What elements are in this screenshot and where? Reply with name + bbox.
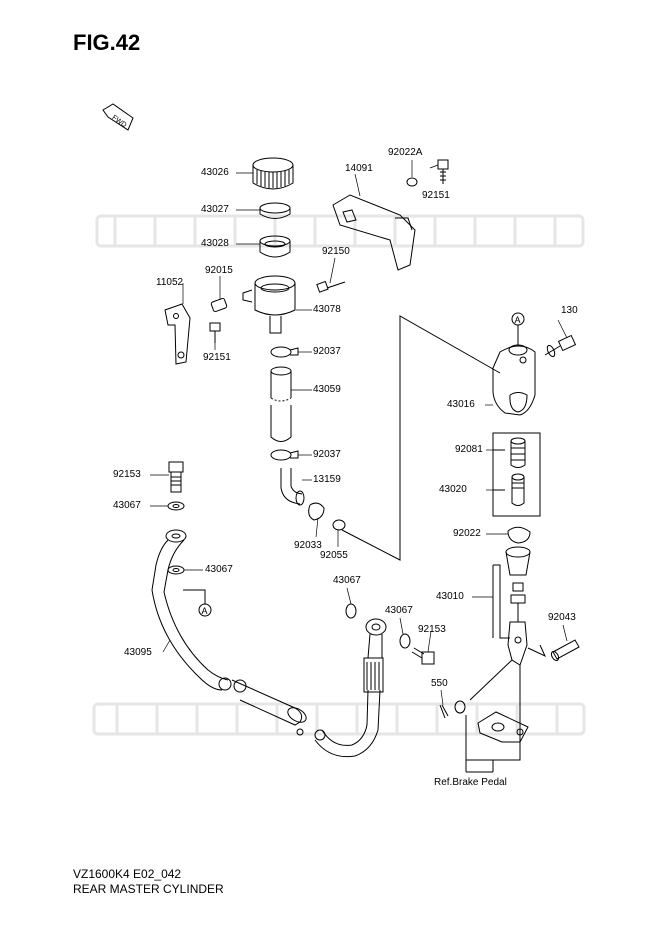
forward-arrow-icon: FWD xyxy=(102,103,134,131)
part-label: 92150 xyxy=(322,246,350,257)
ref-brake-pedal-note: Ref.Brake Pedal xyxy=(434,777,507,788)
part-label: 43067 xyxy=(113,500,141,511)
part-label: 13159 xyxy=(313,474,341,485)
master-cylinder-body-icon xyxy=(492,344,536,416)
part-label: 92033 xyxy=(294,540,322,551)
washer-icon xyxy=(167,565,185,575)
part-label: 43016 xyxy=(447,399,475,410)
piston-icon xyxy=(511,473,525,506)
bolt-icon xyxy=(209,322,221,343)
part-label: 11052 xyxy=(156,277,184,288)
part-label: 43027 xyxy=(201,204,229,215)
ref-marker-a-label: A xyxy=(515,315,521,325)
part-label: 92151 xyxy=(422,190,450,201)
union-bolt-icon xyxy=(168,461,184,493)
o-ring-icon xyxy=(332,519,346,531)
part-label: 92055 xyxy=(320,550,348,561)
watermark-band-top xyxy=(95,212,585,261)
circlip-icon xyxy=(308,502,325,521)
brake-pedal-clevis-icon xyxy=(477,711,529,743)
part-label: 92153 xyxy=(418,624,446,635)
part-label: 43026 xyxy=(201,167,229,178)
watermark-pattern-icon xyxy=(95,214,585,248)
banjo-fitting-icon xyxy=(151,529,187,593)
part-label: 43020 xyxy=(439,484,467,495)
bracket-icon xyxy=(164,303,191,365)
reservoir-tank-icon xyxy=(242,275,296,334)
bolt-icon xyxy=(437,159,449,184)
collar-icon xyxy=(210,297,228,313)
reservoir-hose-icon xyxy=(270,366,292,442)
bolt-icon xyxy=(316,280,346,293)
watermark-pattern-icon xyxy=(92,702,586,736)
washer-icon xyxy=(399,633,411,649)
part-label: 92022A xyxy=(388,147,423,158)
washer-icon xyxy=(345,603,357,619)
diaphragm-icon xyxy=(259,235,291,258)
watermark-band-bottom xyxy=(92,700,587,749)
part-label: 14091 xyxy=(345,163,373,174)
part-label: 92153 xyxy=(113,469,141,480)
part-label: 130 xyxy=(561,305,578,316)
washer-icon xyxy=(167,501,185,511)
part-label: 43067 xyxy=(385,605,413,616)
part-label: 92037 xyxy=(313,346,341,357)
figure-title: FIG.42 xyxy=(73,30,141,55)
part-label: 43067 xyxy=(205,564,233,575)
ref-marker-a-label: A xyxy=(202,606,208,616)
part-label: 92037 xyxy=(313,449,341,460)
union-bolt-icon xyxy=(411,647,435,665)
washer-icon xyxy=(454,700,466,714)
push-rod-icon xyxy=(507,582,528,666)
part-label: 43078 xyxy=(313,304,341,315)
part-label: 92081 xyxy=(455,444,483,455)
part-label: 92151 xyxy=(203,352,231,363)
part-label: 550 xyxy=(431,678,448,689)
circlip-icon xyxy=(507,526,531,544)
part-label: 92043 xyxy=(548,612,576,623)
diagram-subtitle: REAR MASTER CYLINDER xyxy=(73,882,224,896)
part-label: 43010 xyxy=(436,591,464,602)
elbow-joint-icon xyxy=(280,468,305,506)
clevis-pin-icon xyxy=(550,639,580,662)
cotter-pin-icon xyxy=(439,704,449,719)
piston-cup-icon xyxy=(510,437,526,468)
dust-boot-icon xyxy=(505,546,531,576)
part-label: 92015 xyxy=(205,265,233,276)
part-label: 43095 xyxy=(124,647,152,658)
part-label: 43067 xyxy=(333,575,361,586)
hose-clamp-icon xyxy=(270,346,299,358)
washer-icon xyxy=(406,177,418,187)
banjo-fitting-icon xyxy=(365,618,387,659)
part-label: 92022 xyxy=(453,528,481,539)
union-bolt-icon xyxy=(544,334,577,358)
part-label: 43028 xyxy=(201,238,229,249)
part-label: 43059 xyxy=(313,384,341,395)
reservoir-cap-icon xyxy=(252,157,294,190)
reservoir-plate-icon xyxy=(259,202,291,219)
hose-clamp-icon xyxy=(270,449,299,461)
reservoir-guard-icon xyxy=(332,194,416,271)
model-code: VZ1600K4 E02_042 xyxy=(73,867,182,881)
